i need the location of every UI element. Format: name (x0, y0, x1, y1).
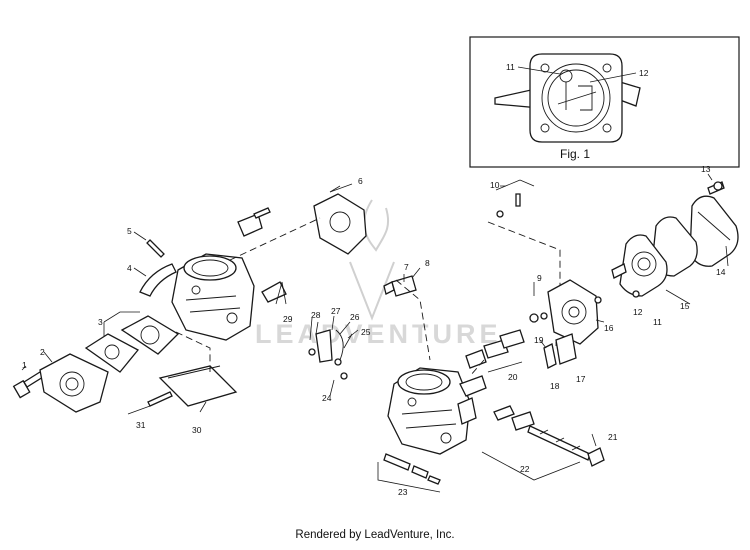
callout-22: 22 (520, 464, 530, 474)
watermark: LEADVENTURE (255, 199, 502, 349)
callout-26: 26 (350, 312, 360, 322)
callout-9: 9 (537, 273, 542, 283)
callout-7: 7 (404, 262, 409, 272)
callout-14: 14 (716, 267, 726, 277)
callout-2: 2 (40, 347, 45, 357)
callout-19: 19 (534, 335, 544, 345)
inset-callout-12: 12 (639, 68, 649, 78)
callout-28: 28 (311, 310, 321, 320)
callout-4: 4 (127, 263, 132, 273)
fig1-inset: 11 12 Fig. 1 (469, 36, 740, 168)
footer-credit: Rendered by LeadVenture, Inc. (295, 529, 455, 541)
callout-24: 24 (322, 393, 332, 403)
callout-17: 17 (576, 374, 586, 384)
callout-labels: 1 2 3 4 5 6 7 8 9 10 11 12 13 14 15 16 1… (22, 164, 726, 497)
callout-1: 1 (22, 360, 27, 370)
inset-callout-11: 11 (506, 62, 515, 72)
callout-30: 30 (192, 425, 202, 435)
callout-10: 10 (490, 180, 500, 190)
left-assembly (12, 183, 367, 413)
watermark-text: LEADVENTURE (255, 319, 502, 349)
callout-12: 12 (633, 307, 643, 317)
cover-top-part (313, 183, 367, 255)
leader-lines (21, 185, 605, 447)
callout-18: 18 (550, 381, 560, 391)
callout-20: 20 (508, 372, 518, 382)
callout-21: 21 (608, 432, 618, 442)
carburetor-body-left (171, 207, 287, 341)
callout-8: 8 (425, 258, 430, 268)
callout-11: 11 (653, 317, 662, 327)
callout-25: 25 (361, 327, 371, 337)
right-assembly (334, 179, 605, 493)
callout-15: 15 (680, 301, 690, 311)
carburetor-body-right (387, 367, 487, 455)
cover-part (39, 353, 109, 413)
callout-23: 23 (398, 487, 408, 497)
hose-part (139, 263, 177, 297)
callout-5: 5 (127, 226, 132, 236)
callout-3: 3 (98, 317, 103, 327)
plate-part (158, 365, 238, 407)
callout-6: 6 (358, 176, 363, 186)
callout-27: 27 (331, 306, 341, 316)
callout-13: 13 (701, 164, 711, 174)
callout-16: 16 (604, 323, 614, 333)
gasket-part (84, 333, 140, 373)
bolt-part (12, 371, 44, 399)
cover-right-part (547, 279, 599, 345)
callout-31: 31 (136, 420, 146, 430)
inset-caption: Fig. 1 (560, 147, 590, 161)
diaphragm-stack (594, 173, 739, 305)
callout-29: 29 (283, 314, 293, 324)
